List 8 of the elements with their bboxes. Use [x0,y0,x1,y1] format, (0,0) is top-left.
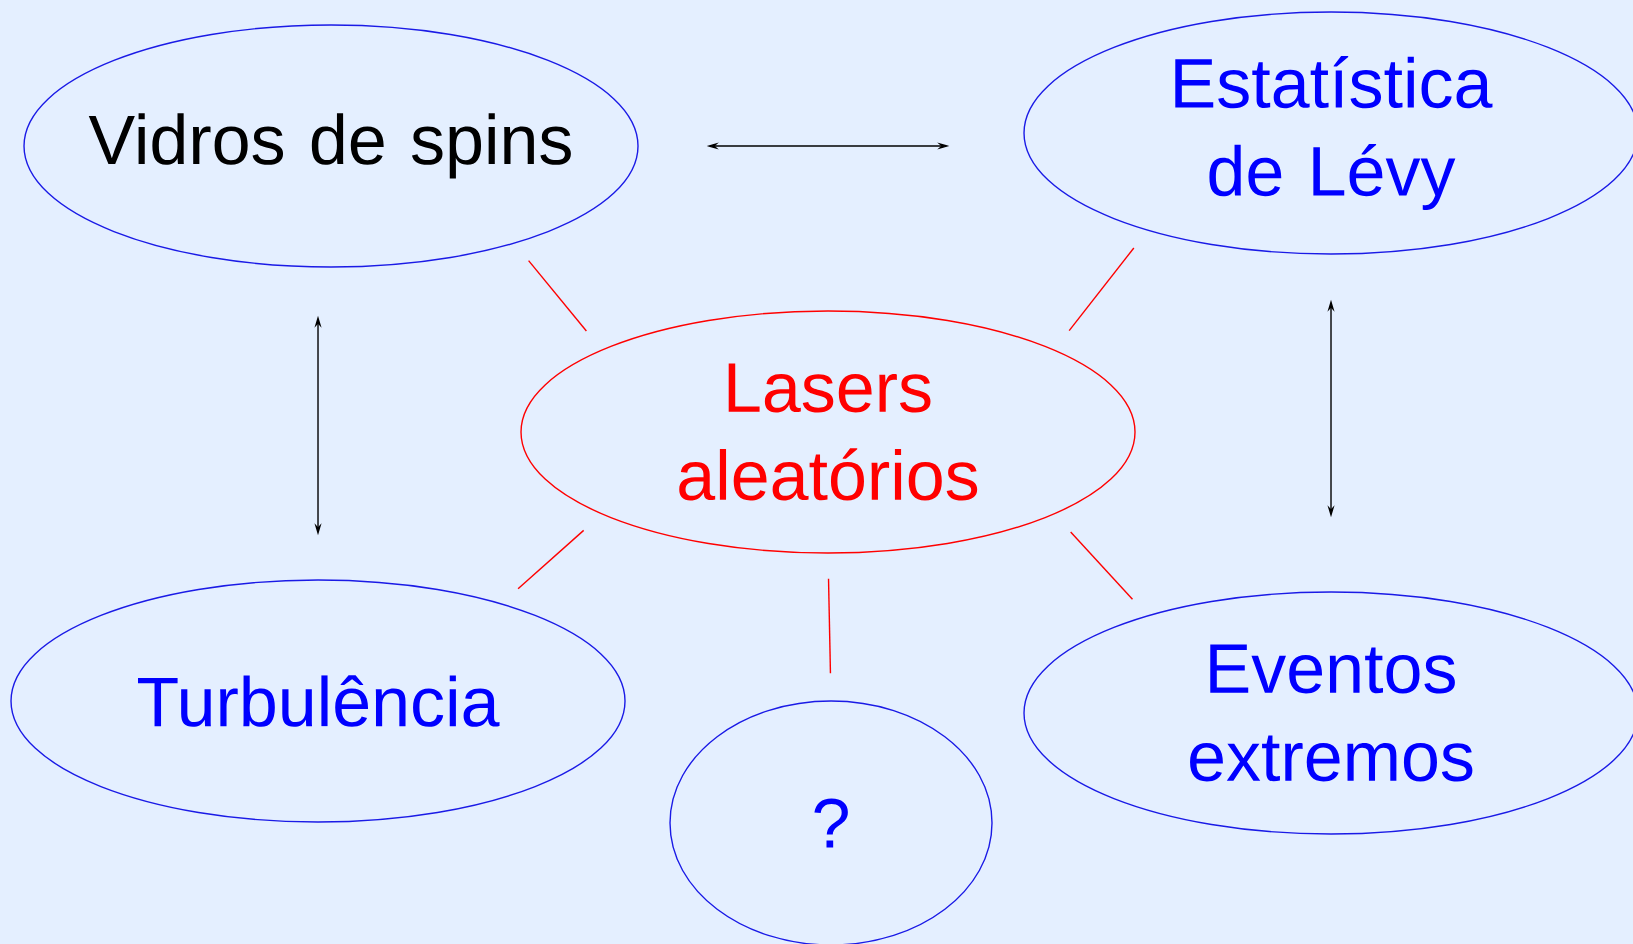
connector-line [527,259,588,332]
connector-line [827,578,832,674]
connector-line [517,529,585,590]
connector-line [1069,531,1134,600]
ellipse-node: Vidros de spins [23,24,639,268]
ellipse-node: Lasers aleatórios [520,310,1136,554]
connector-line [1068,247,1135,332]
ellipse-node: Turbulência [10,579,626,823]
